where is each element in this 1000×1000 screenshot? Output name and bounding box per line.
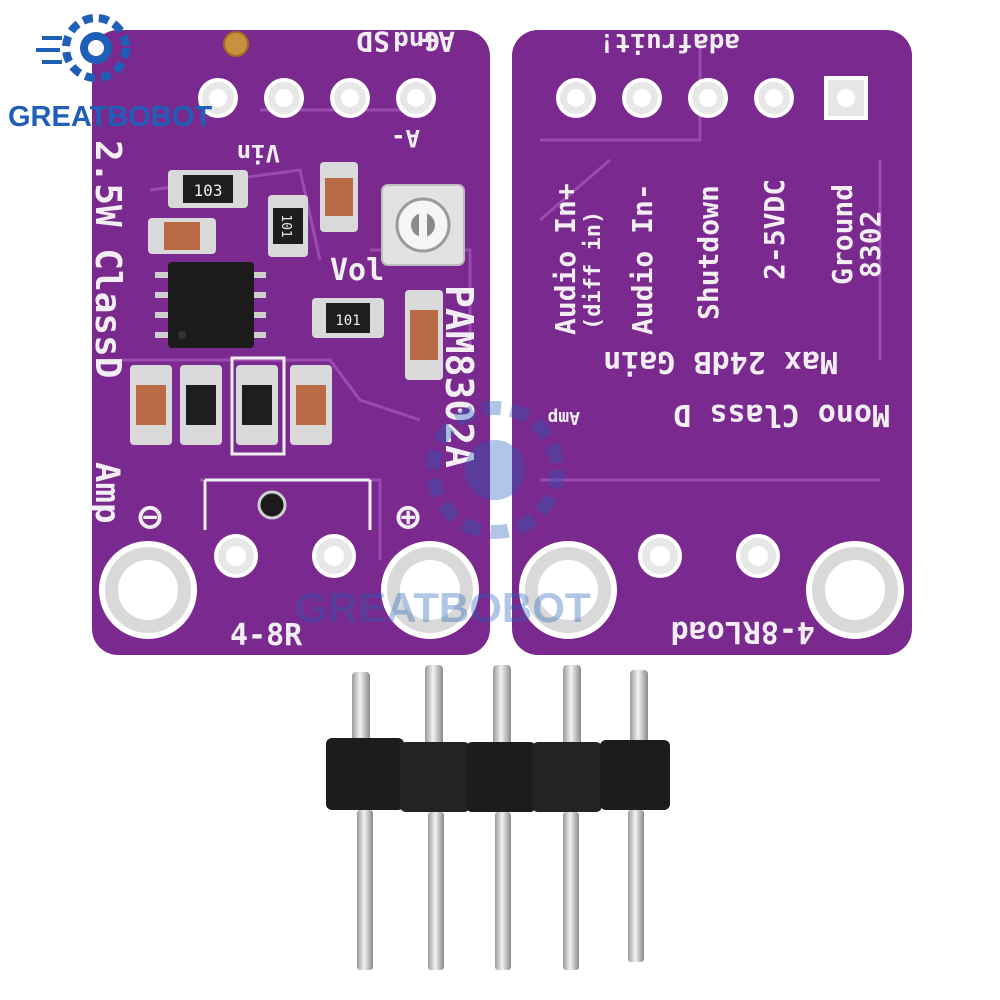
label-vol: Vol <box>330 253 384 288</box>
label-adafruit: adafruit! <box>599 27 740 57</box>
label-power: 2.5W ClassD <box>87 140 128 378</box>
back-board: adafruit! Audio In+ (diff in) Audio In- … <box>512 27 912 655</box>
header-pins-bottom <box>357 810 644 970</box>
front-header-pads <box>198 31 436 118</box>
front-mid-labels: Vin <box>237 139 280 167</box>
label-diff-in: (diff in) <box>581 211 606 330</box>
back-board-pcb <box>512 30 912 655</box>
header-plastic <box>326 738 670 812</box>
center-watermark: GREATBOBOT <box>295 401 591 631</box>
gear-icon <box>62 14 130 82</box>
brand-text: GREATBOBOT <box>8 101 212 133</box>
resistor-103-top: 103 <box>194 181 223 200</box>
resistor-101-b: 101 <box>335 313 360 329</box>
amplifier-chip <box>168 262 254 348</box>
front-speaker-terminals <box>99 478 479 639</box>
label-chip: PAM8302A <box>437 285 481 468</box>
label-amp-back: Amp <box>547 407 580 428</box>
label-minus: ⊖ <box>138 494 162 540</box>
label-sd: SD <box>356 25 390 58</box>
pin-header <box>326 665 670 970</box>
label-class: Mono Class D <box>673 397 890 432</box>
label-model: 8302 <box>854 211 887 278</box>
brand-logo: GREATBOBOT <box>8 14 212 133</box>
label-a-minus: A- <box>391 124 420 152</box>
label-load-back: 4-8RLoad <box>671 614 816 649</box>
front-top-labels: Gnd SD A+ <box>356 25 455 58</box>
back-header-pads <box>556 76 868 120</box>
label-plus: ⊕ <box>396 494 420 540</box>
front-aminus-group: A- <box>391 124 420 152</box>
back-traces <box>539 40 882 482</box>
label-load-front: 4-8R <box>230 618 303 653</box>
label-gnd: Gnd <box>393 25 440 55</box>
label-a-plus: A+ <box>421 25 455 58</box>
front-components: 103 101 101 <box>130 162 465 456</box>
label-vin: Vin <box>237 139 280 167</box>
center-watermark-text: GREATBOBOT <box>295 584 591 631</box>
label-audio-in-minus: Audio In- <box>626 183 659 335</box>
front-board: Gnd SD A+ Vin A- 103 101 101 <box>87 25 490 655</box>
header-pins-top <box>352 665 648 754</box>
back-speaker-terminals <box>519 534 904 639</box>
label-ground: Ground <box>826 184 859 285</box>
label-shutdown: Shutdown <box>692 185 725 320</box>
label-vdc: 2-5VDC <box>758 179 791 280</box>
label-amp: Amp <box>87 462 127 523</box>
label-gain: Max 24dB Gain <box>603 344 838 379</box>
label-audio-in-plus: Audio In+ <box>549 183 582 335</box>
resistor-101-a: 101 <box>278 214 293 237</box>
